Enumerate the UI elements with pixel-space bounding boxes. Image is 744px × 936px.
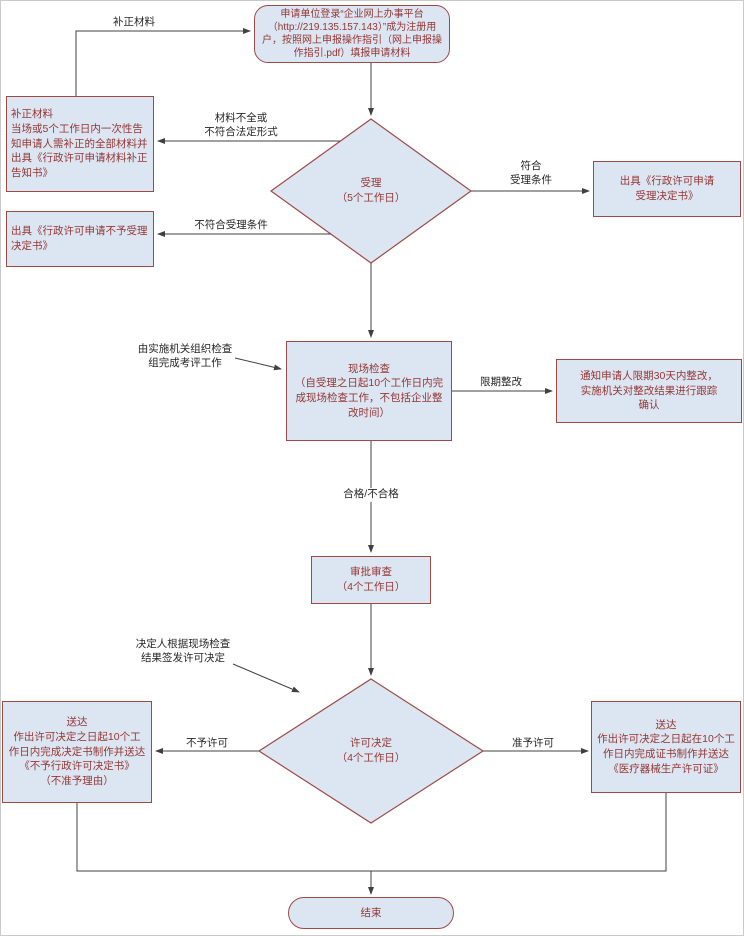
- arrow-evaluation-note-to-inspection: [234, 357, 282, 371]
- grant-delivery-box: 送达 作出许可决定之日起在10个工 作日内完成证书制作并送达 《医疗器械生产许可…: [591, 701, 741, 793]
- deny-delivery-box: 送达 作出许可决定之日起10个工 作日内完成决定书制作并送达 《不予行政许可决定…: [2, 701, 152, 803]
- edge-label-incomplete-materials: 材料不全或 不符合法定形式: [204, 112, 278, 138]
- end-node: 结束: [288, 897, 454, 929]
- decision-diamond-label: 许可决定 （4个工作日）: [336, 737, 406, 764]
- edge-label-not-meet-acceptance: 不符合受理条件: [194, 219, 268, 231]
- edge-label-supplement-feedback: 补正材料: [113, 16, 155, 28]
- reject-acceptance-notice-box: 出具《行政许可申请不予受理 决定书》: [6, 211, 154, 267]
- onsite-inspection-box: 现场检查 （自受理之日起10个工作日内完 成现场检查工作，不包括企业整 改时间）: [286, 341, 452, 441]
- start-node: 申请单位登录“企业网上办事平台（http://219.135.157.143）”…: [254, 5, 450, 63]
- edge-label-grant-license: 准予许可: [512, 737, 554, 749]
- note-evaluation-team: 由实施机关组织检查 组完成考评工作: [137, 343, 233, 369]
- edge-label-rectify-deadline: 限期整改: [480, 376, 522, 388]
- edge-label-deny-license: 不予许可: [186, 737, 228, 749]
- approval-review-box: 审批审查 （4个工作日）: [311, 556, 431, 604]
- edge-label-pass-or-fail: 合格/不合格: [338, 488, 404, 502]
- edge-label-meet-acceptance: 符合 受理条件: [510, 160, 552, 186]
- note-decision-maker: 决定人根据现场检查 结果签发许可决定: [135, 638, 231, 664]
- line-grant-delivery-to-merge: [371, 793, 667, 872]
- arrow-decision-note-to-decision: [232, 663, 300, 693]
- supplement-materials-box: 补正材料 当场或5个工作日内一次性告 知申请人需补正的全部材料并 出具《行政许可…: [6, 96, 154, 192]
- arrow-supplement-to-start: [75, 28, 251, 96]
- line-deny-delivery-to-merge: [76, 803, 371, 872]
- acceptance-diamond-label: 受理 （5个工作日）: [336, 177, 406, 204]
- decision-diamond-shape: [257, 678, 485, 824]
- rectification-notice-box: 通知申请人限期30天内整改， 实施机关对整改结果进行跟踪 确认: [556, 359, 742, 423]
- acceptance-notice-box: 出具《行政许可申请 受理决定书》: [593, 161, 741, 217]
